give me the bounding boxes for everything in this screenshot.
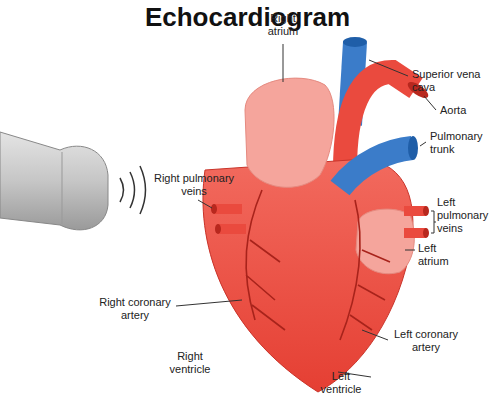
part-label: Aorta — [440, 104, 490, 117]
part-label: Left pulmonary veins — [437, 196, 492, 235]
part-label: Right ventricle — [160, 350, 220, 376]
diagram-title: Echocardiogram — [0, 2, 495, 33]
part-label: Left atrium — [418, 242, 468, 268]
part-label: Pulmonary trunk — [430, 130, 492, 156]
part-label: Left coronary artery — [390, 328, 462, 354]
part-label: Right pulmonary veins — [150, 172, 238, 198]
part-label: Right coronary artery — [95, 296, 175, 322]
part-label: Left ventricle — [312, 370, 370, 396]
part-label: Superior vena cava — [412, 68, 487, 94]
part-label: Right atrium — [255, 12, 311, 38]
